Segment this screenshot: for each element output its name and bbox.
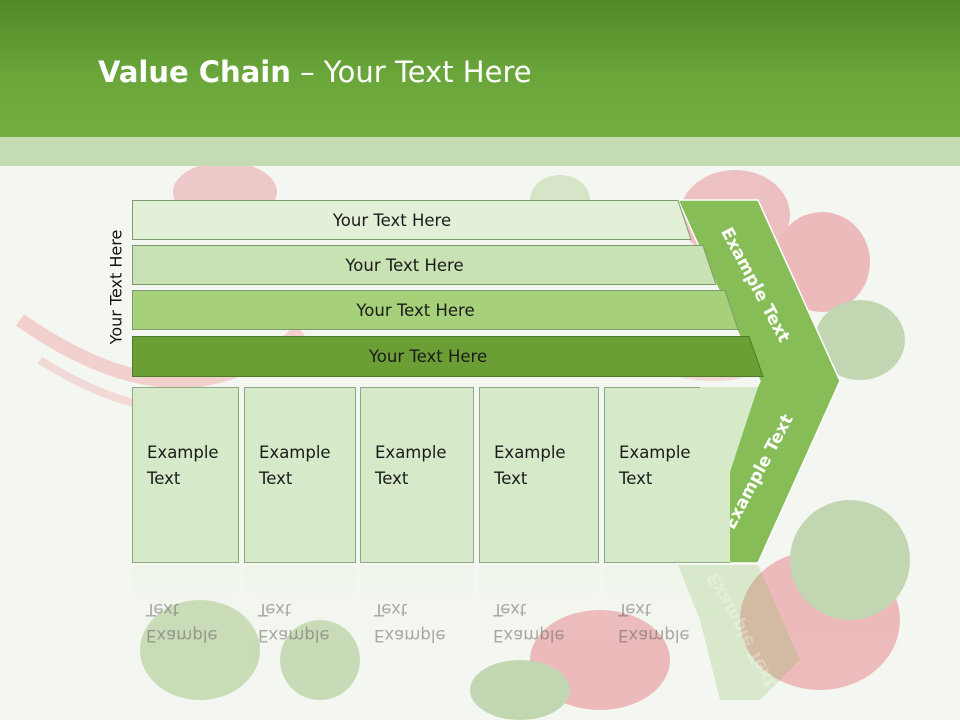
box-1[interactable]: Example Text bbox=[132, 387, 239, 563]
box-2[interactable]: Example Text bbox=[244, 387, 356, 563]
box-5-slant bbox=[700, 387, 758, 563]
bar-4-label: Your Text Here bbox=[368, 346, 488, 366]
box-4-line2: Text bbox=[494, 469, 528, 488]
header-band bbox=[0, 0, 960, 137]
bar-4[interactable]: Your Text Here bbox=[132, 336, 764, 377]
bar-3-label: Your Text Here bbox=[356, 300, 475, 320]
box-5-line1: Example bbox=[619, 443, 691, 462]
bar-1-label: Your Text Here bbox=[332, 210, 452, 230]
box-5-line2: Text bbox=[619, 469, 653, 488]
bar-3[interactable]: Your Text Here bbox=[132, 290, 739, 330]
header-subband bbox=[0, 137, 960, 166]
title-bold: Value Chain bbox=[98, 55, 291, 89]
box-3-line1: Example bbox=[375, 443, 447, 462]
box-3[interactable]: Example Text bbox=[360, 387, 474, 563]
bar-2-label: Your Text Here bbox=[345, 255, 464, 275]
box-2-line1: Example bbox=[259, 443, 331, 462]
title-rest: – Your Text Here bbox=[290, 55, 532, 89]
bar-3-shape bbox=[132, 290, 739, 330]
bar-1[interactable]: Your Text Here bbox=[132, 200, 692, 240]
bar-1-shape bbox=[132, 200, 692, 240]
slide-title: Value Chain – Your Text Here bbox=[98, 55, 532, 89]
box-1-line1: Example bbox=[147, 443, 219, 462]
box-4-line1: Example bbox=[494, 443, 566, 462]
bar-2-shape bbox=[132, 245, 717, 285]
bar-4-shape bbox=[132, 336, 764, 377]
box-2-line2: Text bbox=[259, 469, 293, 488]
box-1-line2: Text bbox=[147, 469, 181, 488]
bar-2[interactable]: Your Text Here bbox=[132, 245, 717, 285]
box-3-line2: Text bbox=[375, 469, 409, 488]
box-4[interactable]: Example Text bbox=[479, 387, 599, 563]
